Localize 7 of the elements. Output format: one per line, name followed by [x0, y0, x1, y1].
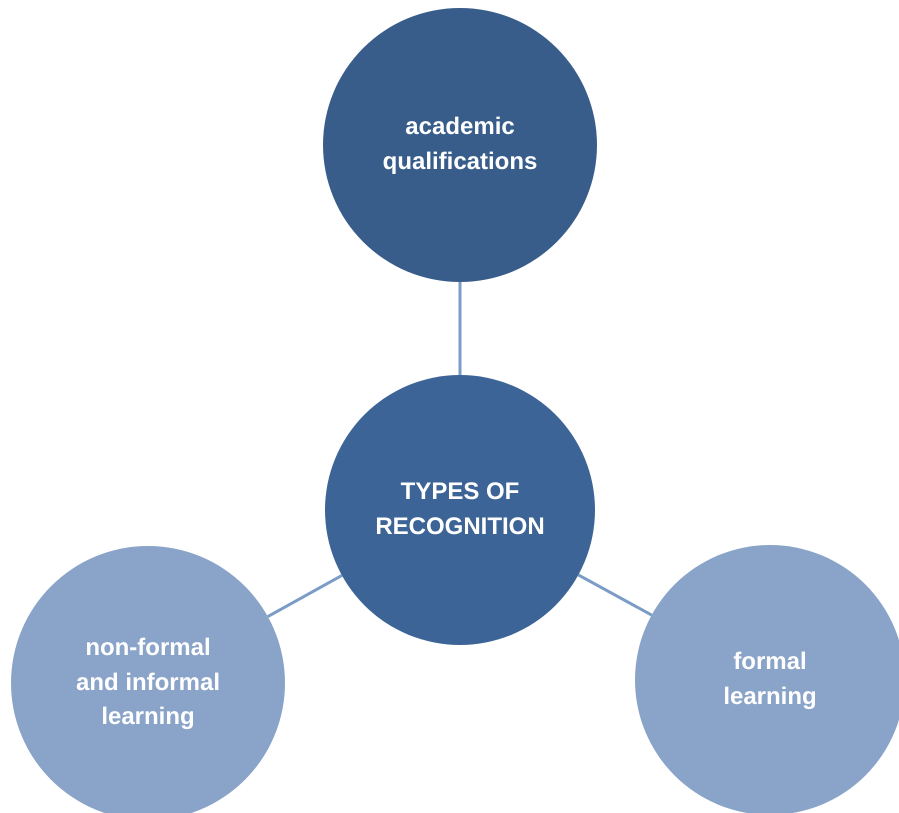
connector-line [267, 574, 343, 618]
circle-label: TYPES OF RECOGNITION [374, 477, 546, 542]
circle-label: non-formal and informal learning [74, 632, 221, 732]
connector-line [578, 574, 652, 616]
circle-label: academic qualifications [382, 112, 538, 177]
circle-label: formal learning [722, 647, 818, 712]
connector-line [458, 282, 462, 375]
